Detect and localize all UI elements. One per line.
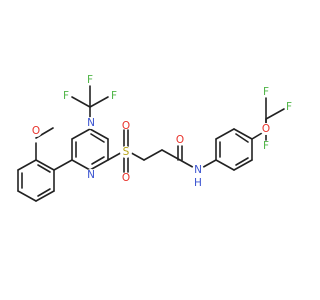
atom-label-f: F [263, 86, 269, 98]
bond [90, 133, 105, 143]
structure-diagram: O N N F F F S O O O N H O F F F [17, 74, 292, 202]
bond [89, 159, 109, 171]
bond [215, 128, 235, 140]
bond [235, 133, 249, 143]
bond [53, 159, 73, 171]
bond [17, 159, 37, 171]
atom-label-n: N [87, 117, 95, 129]
bond [37, 164, 51, 173]
atom-label-f: F [63, 90, 69, 102]
bond [35, 190, 55, 202]
bond [17, 190, 37, 202]
atom-label-f: F [87, 74, 93, 86]
bond [89, 96, 109, 108]
molecule-drawing: O N N F F F S O O O N H O F F F [17, 74, 292, 202]
bond [215, 159, 235, 171]
bond [89, 128, 109, 140]
bond [71, 128, 91, 140]
bond [265, 108, 285, 120]
bond [35, 127, 54, 139]
atom-label-h: H [194, 177, 202, 189]
bond [233, 159, 253, 171]
atom-label-n: N [87, 169, 95, 181]
atom-label-f: F [263, 140, 269, 152]
atom-bg [192, 164, 204, 176]
atom-label-n: N [194, 164, 202, 176]
atom-bg [85, 169, 97, 181]
atom-label-o: O [176, 134, 184, 146]
bond [71, 96, 91, 108]
atom-label-s: S [123, 146, 130, 158]
atom-label-f: F [111, 90, 117, 102]
atom-label-o: O [122, 172, 130, 184]
atom-bg [85, 117, 97, 129]
bond [37, 188, 51, 197]
bond [35, 159, 55, 171]
atom-label-o: O [262, 123, 270, 135]
atom-label-o: O [122, 120, 130, 132]
atom-bg [260, 123, 272, 135]
atom-label-f: F [286, 101, 292, 113]
atom-bg [120, 146, 132, 158]
bond [233, 128, 253, 140]
bond [235, 157, 249, 166]
bond [251, 132, 263, 140]
atom-label-o: O [32, 125, 40, 137]
bond [91, 156, 105, 165]
atom-bg [30, 125, 42, 137]
bond [143, 149, 163, 161]
bond [161, 149, 181, 161]
bond [71, 159, 91, 171]
atom-label-layer: O N N F F F S O O O N H O F F F [30, 74, 292, 189]
bond-layer [17, 85, 285, 202]
